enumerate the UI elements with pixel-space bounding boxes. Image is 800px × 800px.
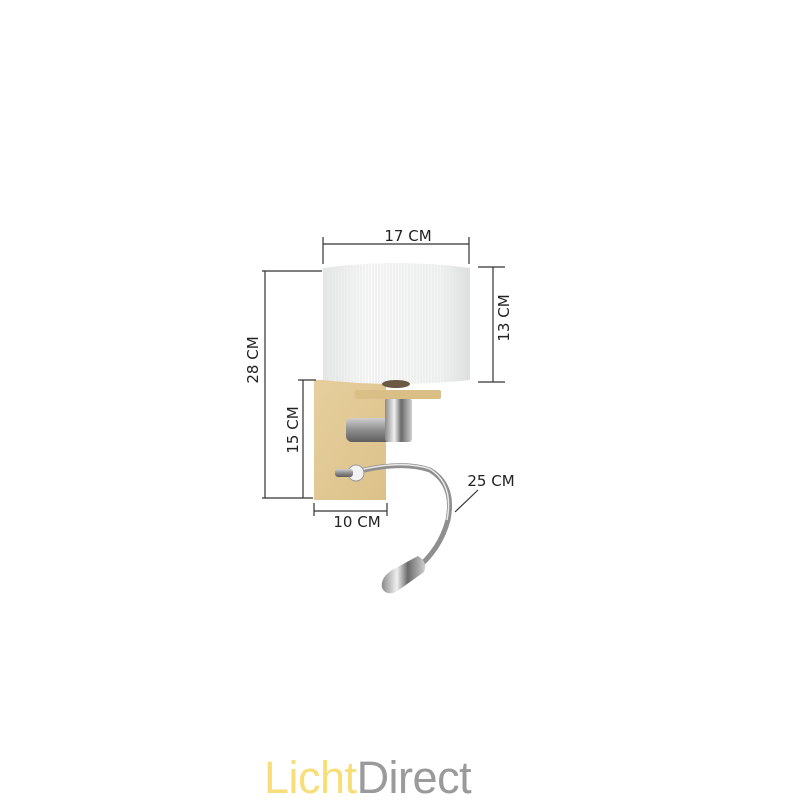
bulb-socket	[382, 380, 410, 388]
lamp	[314, 263, 470, 594]
total-height-label: 28 CM	[244, 336, 262, 383]
reading-light-head	[381, 556, 426, 594]
shade-width-label: 17 CM	[384, 227, 431, 245]
base-height-label: 15 CM	[284, 406, 302, 453]
gooseneck-highlight	[351, 463, 450, 521]
arm	[346, 418, 396, 442]
chrome-cylinder	[385, 398, 412, 442]
switch-mount	[335, 469, 353, 477]
shade-height-label: 13 CM	[495, 294, 513, 341]
wood-disc	[355, 390, 441, 399]
lamp-shade-pleats	[323, 263, 470, 384]
logo-part-direct: Direct	[356, 752, 472, 800]
dimension-lines	[262, 237, 505, 516]
logo-part-licht: Licht	[264, 752, 357, 800]
arm-length-label: 25 CM	[467, 472, 514, 490]
base-width-label: 10 CM	[333, 513, 380, 531]
licht-direct-logo: LichtDirect	[264, 752, 472, 800]
